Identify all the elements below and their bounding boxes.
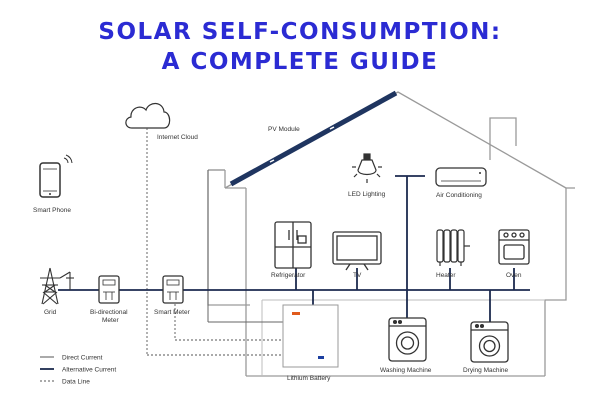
heater-label: Heater: [436, 272, 456, 279]
refrigerator-label: Refrigerator: [271, 272, 306, 279]
grid-label: Grid: [44, 309, 57, 316]
legend: Direct Current Alternative Current Data …: [40, 355, 116, 386]
heater-icon: [436, 229, 470, 266]
grid-tower-icon: [40, 267, 74, 305]
tv-label: TV: [353, 272, 362, 279]
smart-meter-icon: [162, 275, 184, 304]
washing-machine-label: Washing Machine: [380, 367, 432, 374]
air-conditioning-label: Air Conditioning: [436, 192, 482, 199]
page-title-line-1: SOLAR SELF-CONSUMPTION:: [98, 19, 502, 45]
drying-machine-label: Drying Machine: [463, 367, 509, 374]
legend-data-line-label: Data Line: [62, 379, 90, 386]
smart-meter-label: Smart Meter: [154, 309, 191, 316]
legend-direct-current-label: Direct Current: [62, 355, 103, 362]
data-lines: [146, 128, 295, 356]
bidirectional-meter-label-line-1: Bi-directional: [90, 309, 128, 316]
oven-icon: [498, 229, 530, 265]
refrigerator-icon: [274, 221, 312, 269]
led-lighting-icon: [352, 153, 382, 183]
pv-module-icon: [229, 90, 398, 187]
page-title-line-2: A COMPLETE GUIDE: [161, 49, 439, 75]
oven-label: Oven: [506, 272, 522, 279]
direct-current-line: [207, 170, 283, 323]
led-lighting-label: LED Lighting: [348, 191, 386, 198]
smart-phone-label: Smart Phone: [33, 207, 71, 214]
lithium-battery-icon: [282, 304, 339, 368]
bidirectional-meter-icon: [98, 275, 120, 304]
legend-alternative-current-label: Alternative Current: [62, 367, 116, 374]
washing-machine-icon: [388, 317, 427, 362]
pv-module-label: PV Module: [268, 126, 300, 133]
internet-cloud-label: Internet Cloud: [157, 134, 198, 141]
drying-machine-icon: [470, 321, 509, 363]
ac-bus-lines: [58, 175, 530, 322]
air-conditioning-icon: [435, 167, 487, 187]
cloud-icon: [125, 102, 171, 129]
tv-icon: [332, 231, 382, 271]
house-interior-walls: [261, 299, 545, 376]
bidirectional-meter-label-line-2: Meter: [102, 317, 119, 324]
smart-phone-icon: [39, 154, 73, 198]
lithium-battery-label: Lithium Battery: [287, 375, 331, 382]
